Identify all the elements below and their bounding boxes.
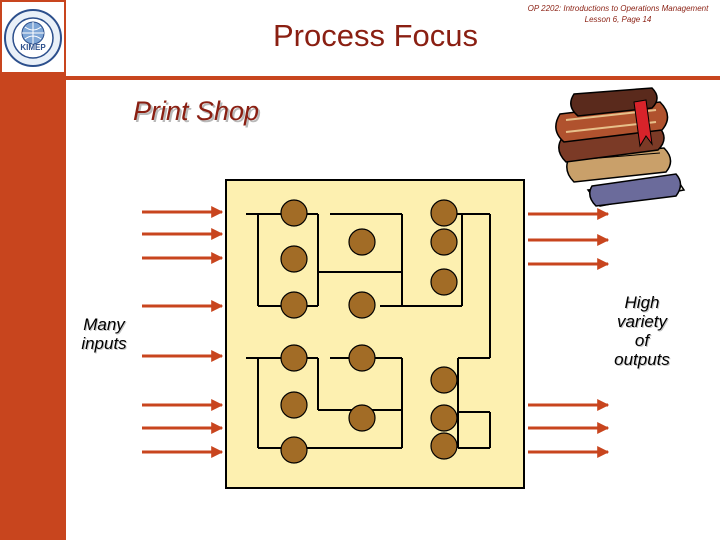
work-center-node: [348, 291, 376, 319]
work-center-node: [280, 245, 308, 273]
outputs-label-line: of: [634, 331, 650, 350]
work-center-node: [430, 268, 458, 296]
work-center-node: [280, 199, 308, 227]
work-center-node: [280, 436, 308, 464]
slide-subtitle: Print Shop: [133, 96, 260, 126]
course-note-line-2: Lesson 6, Page 14: [584, 15, 652, 24]
course-note: OP 2202: Introductions to Operations Man…: [516, 3, 720, 25]
shop-floor-panel: [225, 179, 525, 489]
header-divider: [0, 76, 720, 80]
outputs-label-line: High: [624, 293, 660, 312]
work-center-node: [280, 344, 308, 372]
inputs-label-line: Many: [83, 315, 125, 334]
work-center-node: [348, 228, 376, 256]
left-accent-bar: [0, 0, 66, 540]
output-arrows: [528, 208, 610, 458]
input-arrows: [142, 206, 224, 458]
work-center-node: [430, 228, 458, 256]
work-center-node: [280, 391, 308, 419]
work-center-node: [430, 432, 458, 460]
work-center-node: [280, 291, 308, 319]
header-band: [66, 0, 720, 76]
work-center-node: [430, 366, 458, 394]
logo-text: KIMEP: [20, 43, 46, 52]
work-center-node: [348, 404, 376, 432]
work-center-node: [430, 404, 458, 432]
inputs-label: Many inputs: [68, 315, 140, 353]
kimep-logo-icon: KIMEP: [2, 2, 64, 72]
outputs-label-line: outputs: [614, 350, 670, 369]
outputs-label: High variety of outputs: [600, 293, 684, 369]
work-centers: [280, 199, 458, 464]
course-note-line-1: OP 2202: Introductions to Operations Man…: [527, 4, 709, 13]
inputs-label-line: inputs: [81, 334, 127, 353]
work-center-node: [430, 199, 458, 227]
books-stack-icon: [555, 87, 686, 207]
slide-title: Process Focus: [273, 18, 479, 53]
work-center-node: [348, 344, 376, 372]
outputs-label-line: variety: [616, 312, 668, 331]
